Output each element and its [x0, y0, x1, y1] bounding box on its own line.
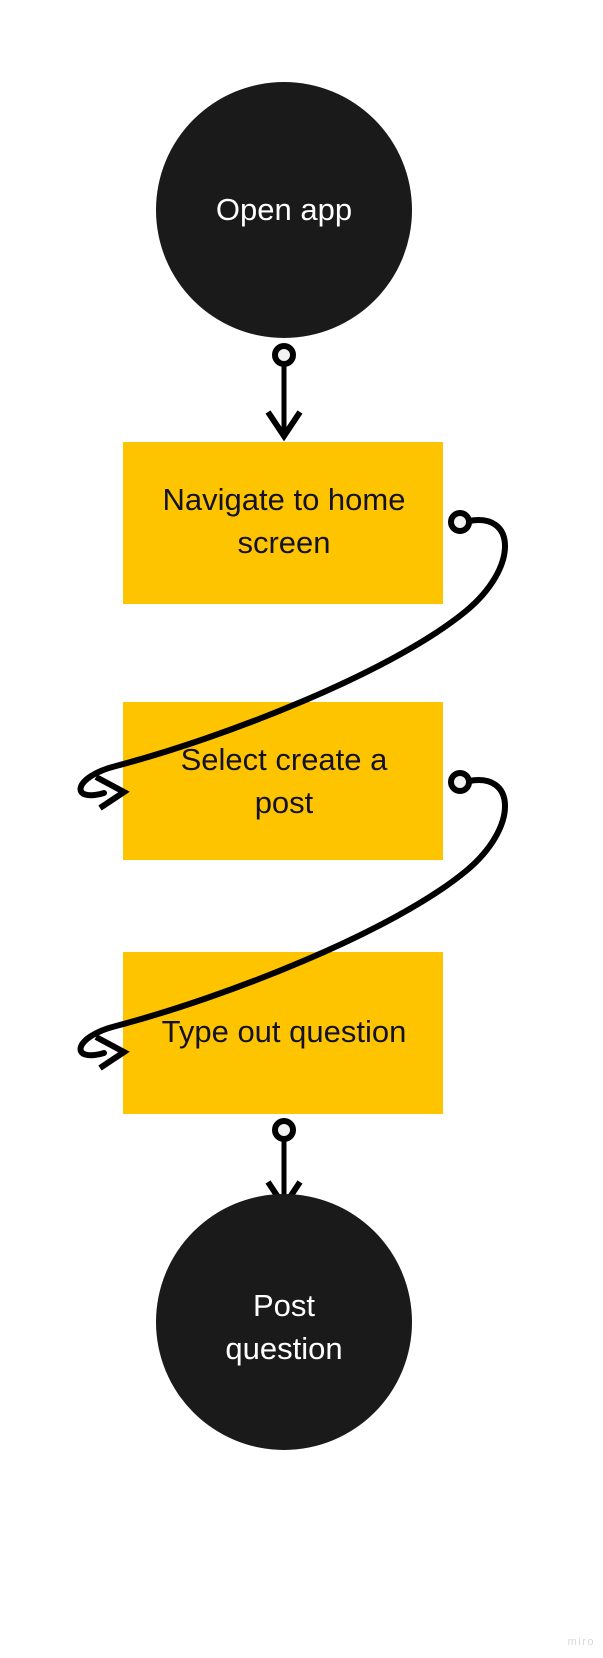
node-select-create-post[interactable]: Select create a post	[123, 702, 443, 860]
node-navigate-home[interactable]: Navigate to home screen	[123, 442, 443, 604]
connector-type-out-question-to-post-question[interactable]	[265, 1118, 303, 1212]
node-label-navigate-home-line-2: screen	[237, 525, 330, 560]
connector-endpoint-dot-icon	[448, 510, 472, 534]
connector-endpoint-dot-icon	[448, 770, 472, 794]
node-label-post-question-line-1: Post	[253, 1288, 315, 1323]
node-shape-rect	[123, 702, 443, 860]
connector-endpoint-dot-icon	[272, 343, 296, 367]
node-label-select-create-post-line-1: Select create a	[181, 742, 389, 777]
arrowhead-icon	[94, 774, 130, 811]
node-shape-circle	[156, 82, 412, 338]
node-label-open-app: Open app	[216, 192, 352, 227]
node-label-type-out-question: Type out question	[162, 1014, 407, 1049]
node-label-post-question-line-2: question	[225, 1331, 342, 1366]
node-label-navigate-home-line-1: Navigate to home	[163, 482, 406, 517]
connector-select-create-post-to-type-out-question[interactable]	[77, 770, 508, 1071]
node-shape-rect	[123, 442, 443, 604]
arrowhead-icon	[94, 1034, 130, 1071]
connector-curve	[77, 777, 508, 1059]
node-label-select-create-post-line-2: post	[255, 785, 314, 820]
miro-watermark: miro	[567, 1636, 595, 1648]
node-type-out-question[interactable]: Type out question	[123, 952, 443, 1114]
connector-navigate-home-to-select-create-post[interactable]	[77, 510, 508, 811]
node-shape-rect	[123, 952, 443, 1114]
curved-connector-group	[77, 510, 508, 1071]
connector-endpoint-dot-icon	[272, 1118, 296, 1142]
connector-curve	[77, 517, 508, 799]
node-open-app[interactable]: Open app	[156, 82, 412, 338]
node-shape-circle	[156, 1194, 412, 1450]
connector-open-app-to-navigate-home[interactable]	[265, 343, 303, 442]
arrowhead-icon	[265, 410, 303, 442]
node-post-question[interactable]: Post question	[156, 1194, 412, 1450]
